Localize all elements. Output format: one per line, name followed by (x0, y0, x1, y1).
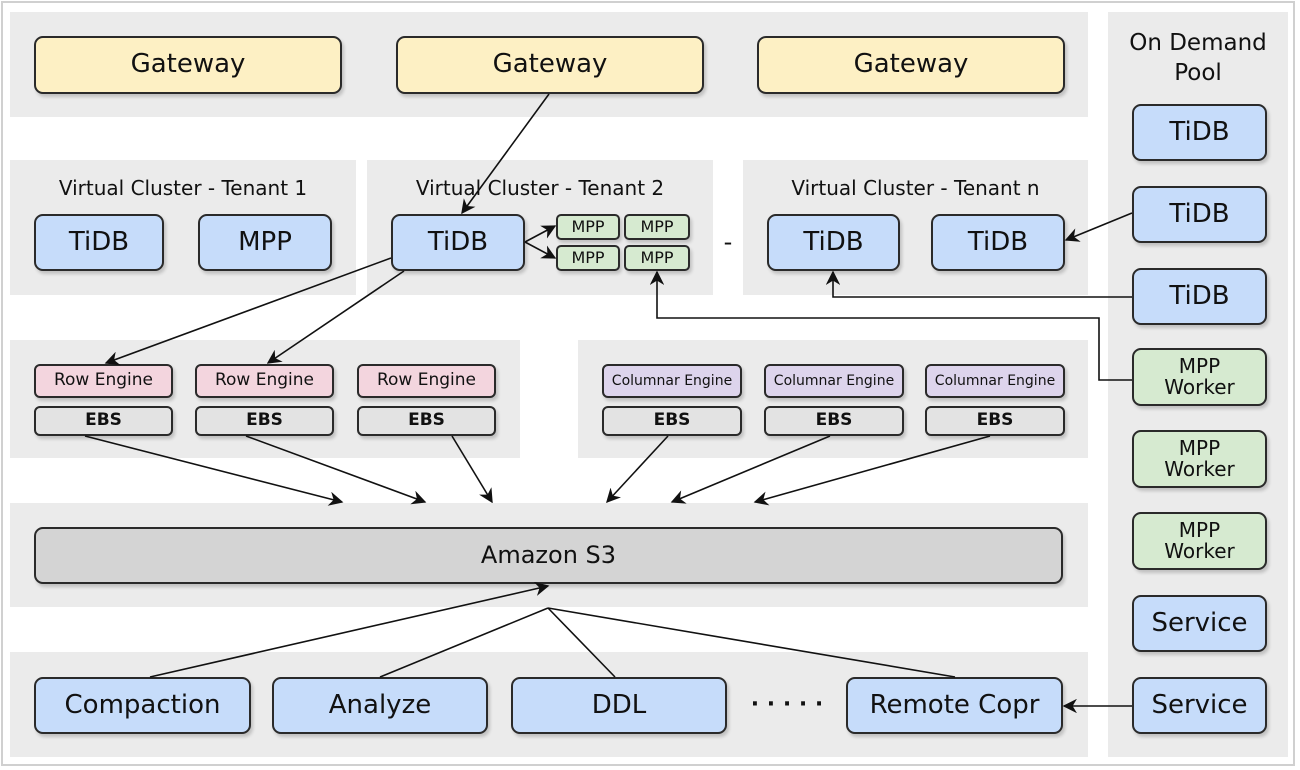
pool-item-label-2: Worker (1164, 457, 1235, 481)
tenant-2-title: Virtual Cluster - Tenant 2 (415, 176, 665, 200)
arrow-ebs-6-to-s3 (753, 435, 991, 506)
pool-item-label: MPP (1178, 518, 1221, 542)
row-engine-1: Row Engine (34, 364, 173, 398)
row-engine-2: Row Engine (195, 364, 334, 398)
columnar-engine-2: Columnar Engine (764, 364, 904, 398)
tenant-n-tidb-2: TiDB (931, 214, 1065, 271)
ellipsis: · · · · · (750, 692, 824, 717)
tenant-2-mpp-4: MPP (624, 245, 690, 271)
ebs-row-2: EBS (195, 406, 334, 436)
pool-item-label: TiDB (1169, 116, 1230, 147)
tenant-n-tidb-1: TiDB (767, 214, 900, 271)
tenant-2-mpp-2: MPP (624, 214, 690, 240)
tenant-1-mpp: MPP (198, 214, 332, 271)
arrow-tidb-to-row-1 (104, 257, 392, 366)
line-ddl-to-s3 (547, 607, 616, 678)
arrow-tidb-to-mpp-1 (524, 225, 557, 243)
pool-item-tidb: TiDB (1132, 186, 1267, 243)
ebs-columnar-1: EBS (602, 406, 742, 436)
tenant-separator: - (723, 228, 733, 256)
arrow-tidb-to-mpp-3 (524, 241, 557, 259)
gateway-3: Gateway (757, 36, 1065, 94)
pool-item-label: MPP (1178, 354, 1221, 378)
pool-item-label-2: Worker (1164, 375, 1235, 399)
arrow-compaction-to-s3 (149, 581, 550, 678)
line-analyze-to-s3 (379, 607, 549, 678)
arrow-gateway-to-tidb (461, 93, 550, 215)
arrow-ebs-4-to-s3 (606, 435, 669, 504)
tenant-2-tidb: TiDB (391, 214, 525, 271)
arrow-pool-tidb-to-tenant-n-1 (825, 270, 1132, 298)
tenant-n-title: Virtual Cluster - Tenant n (791, 176, 1040, 200)
pool-item-tidb: TiDB (1132, 104, 1267, 161)
service-compaction: Compaction (34, 677, 251, 734)
service-ddl: DDL (511, 677, 727, 734)
columnar-engine-3: Columnar Engine (925, 364, 1065, 398)
pool-item-label: Service (1151, 607, 1248, 638)
pool-item-label: MPP (1178, 436, 1221, 460)
pool-item-label-2: Worker (1164, 539, 1235, 563)
arrow-ebs-1-to-s3 (84, 435, 344, 506)
tenant-1-tidb: TiDB (34, 214, 164, 271)
arrow-pool-tidb-to-tenant-n (1064, 212, 1133, 242)
pool-item-label: TiDB (1169, 198, 1230, 229)
arrow-ebs-2-to-s3 (245, 435, 427, 505)
gateway-1: Gateway (34, 36, 342, 94)
line-remote-copr-to-s3 (547, 607, 956, 678)
arrow-ebs-3-to-s3 (451, 435, 493, 504)
amazon-s3: Amazon S3 (34, 527, 1063, 584)
tenant-2-mpp-3: MPP (556, 245, 620, 271)
row-engine-3: Row Engine (357, 364, 496, 398)
arrow-ebs-5-to-s3 (670, 435, 831, 504)
service-remote-copr: Remote Copr (846, 677, 1063, 734)
ebs-columnar-3: EBS (925, 406, 1065, 436)
ebs-row-1: EBS (34, 406, 173, 436)
pool-title-line2: Pool (1174, 60, 1222, 86)
arrow-tidb-to-row-2 (266, 270, 405, 364)
pool-item-label: TiDB (1169, 280, 1230, 311)
columnar-engine-1: Columnar Engine (602, 364, 742, 398)
tenant-1-title: Virtual Cluster - Tenant 1 (58, 176, 308, 200)
pool-item-service: Service (1132, 677, 1267, 734)
ebs-columnar-2: EBS (764, 406, 904, 436)
pool-title-line1: On Demand (1129, 30, 1267, 56)
arrow-mpp-worker-to-tenant-2 (649, 270, 1132, 381)
pool-item-service: Service (1132, 595, 1267, 652)
columnar-engine-panel (578, 340, 1088, 458)
pool-item-tidb: TiDB (1132, 268, 1267, 325)
tenant-2-mpp-1: MPP (556, 214, 620, 240)
gateway-2: Gateway (396, 36, 704, 94)
pool-item-label: Service (1151, 689, 1248, 720)
service-analyze: Analyze (272, 677, 488, 734)
ebs-row-3: EBS (357, 406, 496, 436)
pool-title: On Demand Pool (1108, 28, 1288, 88)
